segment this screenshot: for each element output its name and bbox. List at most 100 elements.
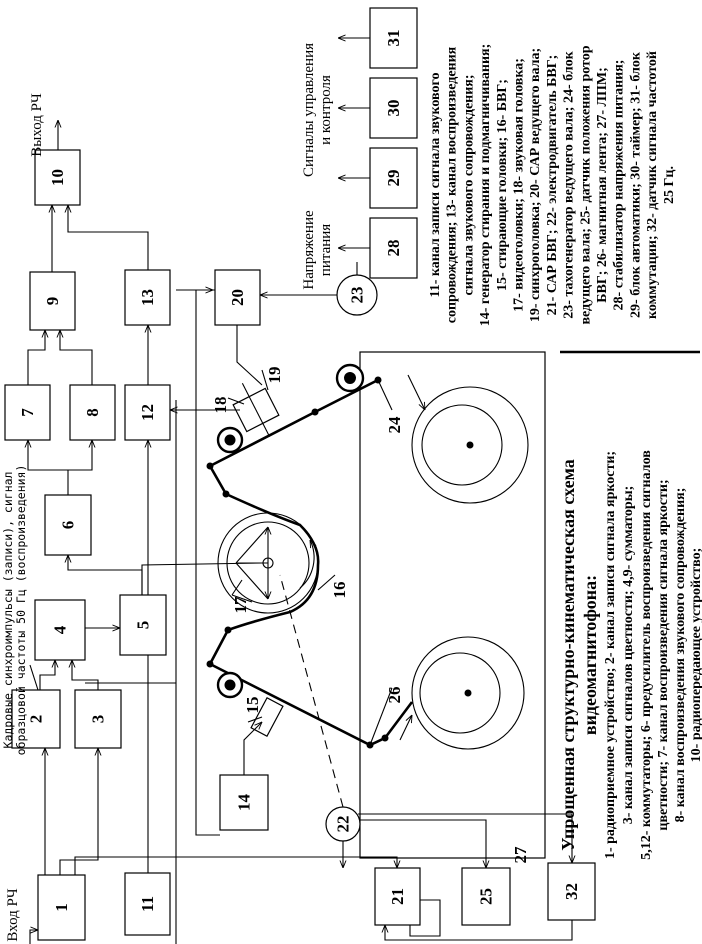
block-32: 32: [547, 862, 596, 921]
part-label-p27: 27: [511, 846, 530, 864]
legend-line: цветности; 7- канал воспроизведения сигн…: [656, 479, 671, 830]
part-label-p15: 15: [243, 697, 262, 714]
drum-motor-shaft-dashed: [279, 574, 344, 808]
block-2: 2: [11, 689, 61, 749]
connection-line: [377, 379, 393, 411]
block-number: 5: [134, 621, 153, 630]
takeup-reel: [411, 636, 525, 750]
guide-roller-upper: [216, 426, 244, 454]
connection-line: [195, 289, 220, 836]
connection-line: [72, 660, 99, 690]
connection-line: [68, 440, 92, 471]
legend-title: Упрощенная структурно-кинематическая схе…: [558, 459, 578, 851]
legend-line: сопровождения; 13- канал воспроизведения: [445, 46, 460, 323]
guide-roller-lower: [216, 671, 244, 699]
block-number: 12: [138, 404, 157, 421]
part-label-p18: 18: [211, 397, 230, 414]
legend-line: 5,12- коммутаторы; 6- предусилитель восп…: [639, 450, 654, 860]
connection-line: [29, 930, 38, 944]
connection-line: [236, 325, 263, 386]
power-supply-label: Напряжение: [301, 210, 317, 290]
block-number: 29: [384, 170, 403, 187]
connection-line: [243, 722, 262, 775]
block-number: 2: [27, 715, 46, 724]
block-number: 20: [228, 289, 247, 306]
block-30: 30: [369, 77, 418, 139]
connection-line: [27, 330, 45, 385]
block-9: 9: [29, 271, 76, 331]
block-number: 10: [48, 169, 67, 186]
block-number: 28: [384, 240, 403, 257]
block-8: 8: [69, 384, 116, 441]
control-signals-label: Сигналы управления: [301, 43, 317, 177]
connection-line: [29, 664, 39, 691]
part-label-p19: 19: [265, 367, 284, 384]
block-number: 11: [138, 896, 157, 912]
connection-line: [360, 819, 486, 868]
audio-sync-heads: [227, 369, 280, 437]
legend-line: ведущего вала; 25- датчик положения рото…: [578, 45, 593, 324]
block-number: 32: [562, 883, 581, 900]
legend-line: 17- видеоголовки; 18- звуковая головка;: [512, 58, 527, 312]
block-20: 20: [214, 269, 261, 326]
connection-line: [59, 748, 98, 875]
block-11: 11: [124, 872, 171, 936]
supply-reel: [411, 386, 529, 504]
part-label-p24: 24: [385, 416, 404, 434]
part-label-p16: 16: [330, 582, 349, 599]
block-4: 4: [34, 599, 86, 661]
block-number: 25: [477, 888, 496, 905]
block-14: 14: [219, 774, 269, 831]
power-supply-label: питания: [318, 224, 334, 277]
legend-line: 28- стабилизатор напряжения питания;: [612, 60, 627, 311]
legend-title: видеомагнитофона:: [580, 575, 600, 735]
circle-23: 23: [336, 274, 378, 316]
legend-line: 19- синхроголовка; 20- САР ведущего вала…: [528, 48, 543, 322]
connection-line: [317, 574, 336, 591]
sync-signal-label: Кадровые синхроимпульсы (записи), сигнал: [1, 472, 15, 749]
block-10: 10: [34, 149, 81, 206]
block-7: 7: [4, 384, 51, 441]
legend-line: 8- канал воспроизведения звукового сопро…: [673, 488, 688, 823]
sync-signal-label: образцовой частоты 50 Гц (воспроизведени…: [14, 465, 28, 756]
legend-line: БВГ; 26- магнитная лента; 27- ЛПМ;: [595, 67, 610, 302]
tape-direction-arrow: [399, 715, 412, 741]
block-number: 1: [52, 903, 71, 912]
connection-line: [141, 562, 263, 595]
block-12: 12: [124, 384, 171, 441]
legend-line: 29- блок автоматики; 30- таймер; 31- бло…: [628, 51, 643, 318]
connection-line: [68, 555, 143, 595]
block-5: 5: [119, 594, 167, 656]
circle-22: 22: [325, 806, 361, 842]
block-6: 6: [44, 494, 92, 556]
input-rf-label: Вход РЧ: [5, 888, 21, 942]
connection-line: [369, 687, 393, 746]
block-number: 9: [43, 297, 62, 306]
legend-line: коммутации; 32- датчик сигнала частотой: [645, 51, 660, 319]
block-number: 21: [388, 888, 407, 905]
legend-line: 11- канал записи сигнала звукового: [428, 72, 443, 297]
part-label-p26: 26: [385, 687, 404, 704]
connection-line: [231, 579, 243, 596]
block-31: 31: [369, 7, 418, 69]
block-13: 13: [124, 269, 171, 326]
part-label-p17: 17: [231, 596, 250, 614]
control-signals-label: и контроля: [318, 75, 334, 145]
block-1: 1: [37, 874, 86, 941]
connection-line: [68, 205, 149, 270]
output-rf-label: Выход РЧ: [29, 93, 45, 157]
connection-line: [409, 899, 441, 937]
block-number: 6: [59, 521, 78, 530]
connection-line: [74, 856, 397, 875]
circle-number: 23: [348, 287, 367, 304]
legend-line: 15- стирающие головки; 16- БВГ;: [495, 79, 510, 291]
block-29: 29: [369, 147, 418, 209]
block-21: 21: [374, 867, 421, 926]
connection-line: [358, 813, 572, 863]
legend-line: 25 Гц.: [662, 166, 677, 204]
magnetic-tape: [208, 378, 414, 747]
connection-line: [28, 440, 69, 495]
tape-direction-arrow: [407, 374, 425, 410]
block-number: 3: [89, 715, 108, 724]
